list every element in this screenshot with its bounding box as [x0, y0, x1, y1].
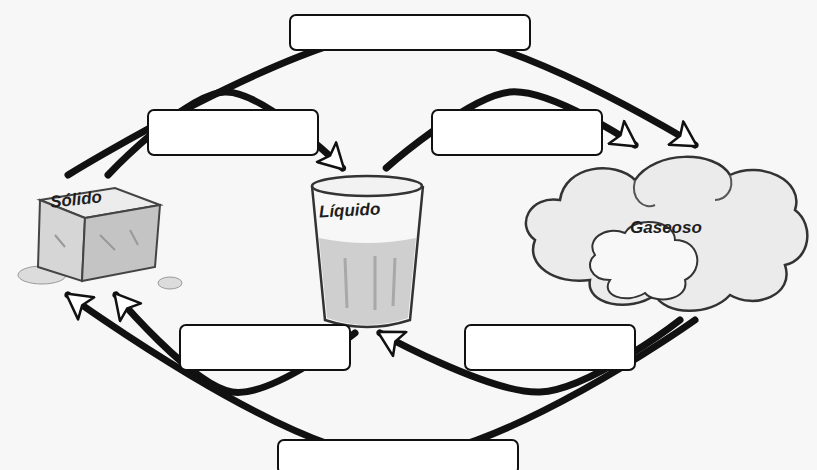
state-label: Gaseoso [630, 219, 702, 238]
blank-box [180, 325, 350, 370]
illustration-part [634, 175, 731, 206]
ice-cube: Sólido [20, 175, 180, 295]
state-change-arrow [116, 295, 355, 392]
state-change-arrow [386, 92, 635, 168]
gas-cloud: Gaseoso [515, 145, 815, 320]
water-glass: Líquido [305, 168, 430, 333]
illustration [305, 168, 430, 333]
state-change-arrow [68, 30, 695, 175]
illustration-part [312, 176, 422, 196]
illustration-part [55, 230, 138, 250]
illustration-part [312, 186, 423, 327]
illustration-part [82, 205, 160, 281]
blank-box [148, 110, 318, 155]
blank-box [278, 440, 518, 470]
blank-box [465, 325, 635, 370]
illustration-part [38, 200, 85, 281]
blank-box [290, 15, 530, 50]
blank-box [432, 110, 602, 155]
illustration-part [158, 277, 182, 289]
illustration-part [345, 256, 395, 310]
illustration-part [526, 157, 807, 311]
illustration-part [319, 238, 416, 325]
state-label: Líquido [319, 200, 381, 222]
